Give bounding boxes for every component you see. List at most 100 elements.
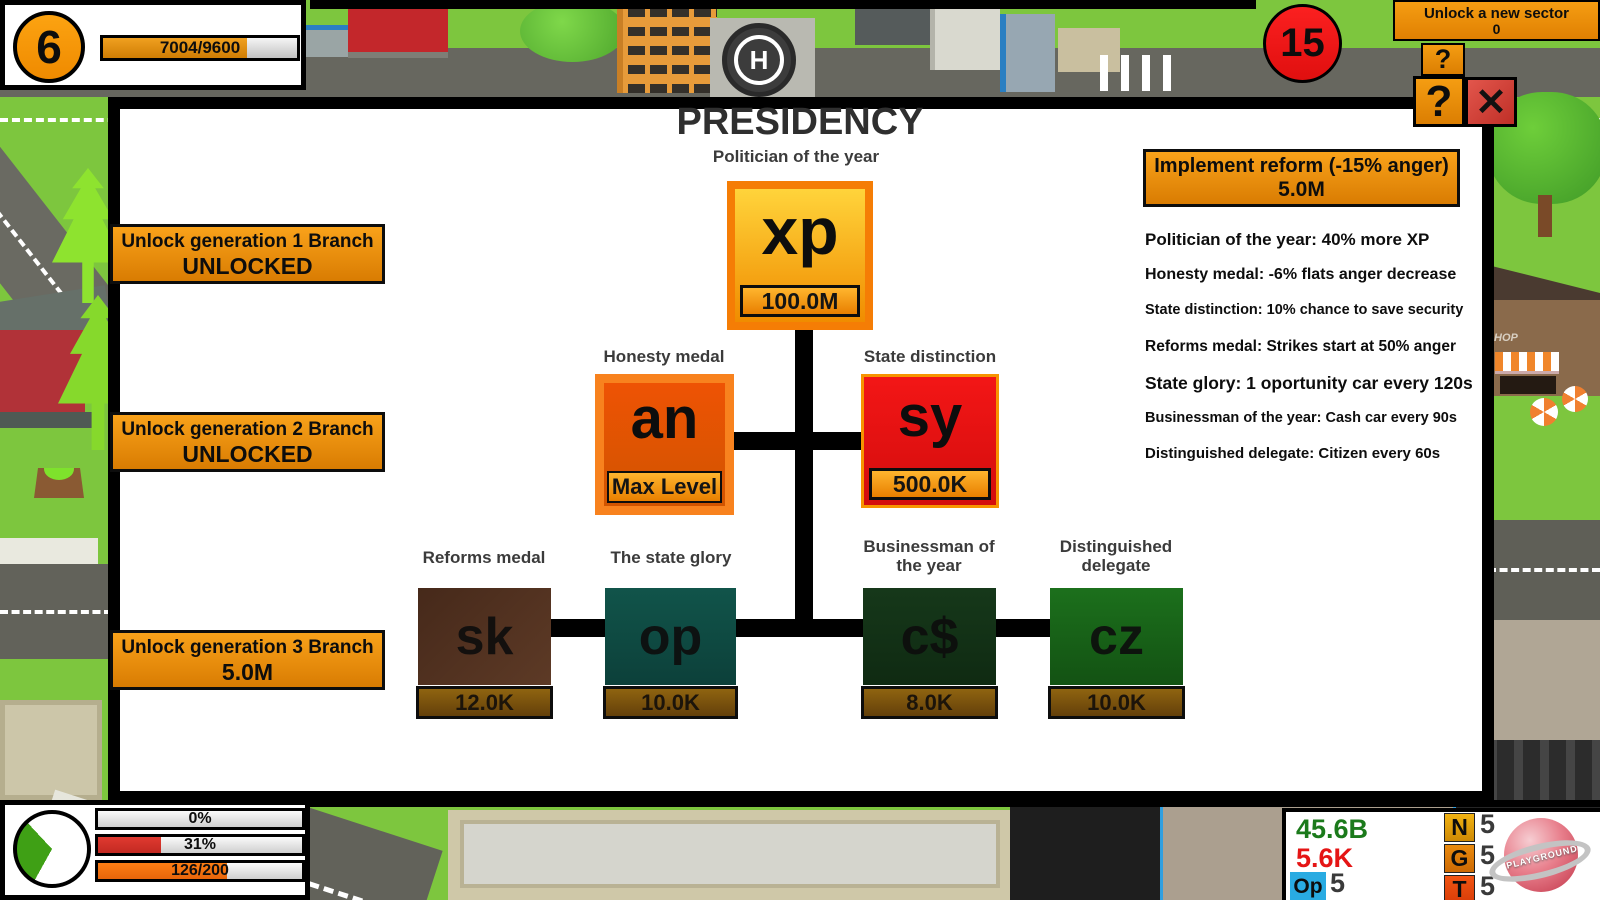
skill-price: 12.0K — [416, 686, 553, 719]
logo-sphere — [1504, 818, 1578, 892]
stat-bar: 31% — [95, 834, 305, 856]
skill-tile: cz — [1050, 588, 1183, 685]
help-button-large[interactable]: ? — [1413, 76, 1465, 127]
unlock-sector-button[interactable]: Unlock a new sector 0 — [1393, 0, 1600, 41]
road — [0, 564, 112, 659]
bottom-black-bar — [0, 800, 1600, 807]
button-label: Unlock a new sector — [1423, 4, 1570, 22]
stat-bar-text: 0% — [188, 810, 212, 827]
skill-tile: sk — [418, 588, 551, 685]
button-count: 0 — [1492, 20, 1501, 37]
resource-badge-g: G — [1444, 844, 1475, 873]
road — [1488, 620, 1600, 740]
skill-node-op[interactable]: op 10.0K — [603, 588, 738, 719]
button-label: Implement reform (-15% anger) — [1154, 155, 1449, 177]
op-value: 5 — [1330, 868, 1346, 898]
perk-description: Businessman of the year: Cash car every … — [1145, 410, 1457, 426]
skill-price: 10.0K — [1048, 686, 1185, 719]
building — [1010, 806, 1160, 900]
secondary-currency-amount: 5.6K — [1296, 843, 1354, 873]
skill-node-an[interactable]: an Max Level — [595, 374, 734, 515]
resource-value-n: 5 — [1480, 809, 1496, 839]
skill-node-xp[interactable]: xp 100.0M — [727, 181, 873, 330]
tree-connector-horizontal — [730, 432, 866, 450]
xp-progress-text: 7004/9600 — [159, 38, 241, 57]
stat-bar: 0% — [95, 808, 305, 830]
road-dash-line — [1488, 568, 1600, 572]
skill-label-glory: The state glory — [610, 548, 732, 567]
stat-bar: 126/200 — [95, 860, 305, 882]
skill-symbol: sk — [455, 607, 514, 666]
level-badge: 6 — [13, 11, 85, 83]
building — [930, 8, 1000, 70]
skill-label-honesty: Honesty medal — [603, 347, 725, 366]
perk-description: Honesty medal: -6% flats anger decrease — [1145, 266, 1457, 283]
skill-symbol: sy — [897, 384, 963, 449]
skill-price: 500.0K — [869, 468, 991, 500]
resource-badge-n: N — [1444, 813, 1475, 842]
stat-bar-text: 126/200 — [171, 862, 229, 879]
skill-price: 100.0M — [740, 285, 860, 317]
apartment-building — [617, 0, 717, 93]
helipad-ring — [734, 35, 784, 85]
skill-tile: c$ — [863, 588, 996, 685]
xp-progress-bar: 7004/9600 — [100, 35, 300, 61]
unlock-generation-2-button[interactable]: Unlock generation 2 Branch UNLOCKED — [110, 412, 385, 472]
skill-tile: op — [605, 588, 736, 685]
resource-value-t: 5 — [1480, 871, 1496, 900]
level-hud-panel: 6 7004/9600 — [0, 0, 306, 90]
skill-label-delegate: Distinguished delegate — [1059, 537, 1173, 575]
skill-node-cs[interactable]: c$ 8.0K — [861, 588, 998, 719]
xp-progress-fill — [103, 38, 247, 58]
stat-bar-fill — [98, 837, 162, 853]
skill-symbol: an — [630, 386, 699, 451]
building — [0, 700, 102, 800]
skill-symbol: cz — [1089, 607, 1144, 666]
resource-badge-t: T — [1444, 875, 1475, 900]
cash-amount: 45.6B — [1296, 814, 1369, 844]
building — [348, 0, 448, 58]
stat-bar-fill — [98, 863, 227, 879]
stat-bar-text: 31% — [183, 836, 217, 853]
op-badge: Op — [1290, 872, 1326, 900]
umbrella — [1562, 386, 1588, 412]
road-dash-line — [0, 610, 112, 614]
skill-label-distinction: State distinction — [863, 347, 997, 366]
button-status: UNLOCKED — [182, 252, 313, 279]
skill-symbol: op — [638, 607, 703, 666]
implement-reform-button[interactable]: Implement reform (-15% anger) 5.0M — [1143, 149, 1460, 207]
playground-logo: PLAYGROUND — [1485, 816, 1595, 900]
perk-description: Distinguished delegate: Citizen every 60… — [1145, 445, 1441, 462]
question-icon: ? — [1425, 76, 1453, 126]
skill-node-sk[interactable]: sk 12.0K — [416, 588, 553, 719]
building — [448, 810, 1013, 900]
skill-symbol: xp — [761, 194, 839, 268]
road — [1488, 520, 1600, 620]
building-roof — [460, 820, 1000, 888]
building-base — [0, 412, 100, 428]
planter — [34, 468, 84, 498]
button-label: Unlock generation 1 Branch — [121, 230, 374, 252]
sidewalk — [0, 538, 98, 564]
shop-window — [1500, 376, 1556, 394]
crosswalk — [1100, 55, 1172, 91]
skill-price: 8.0K — [861, 686, 998, 719]
skill-node-cz[interactable]: cz 10.0K — [1048, 588, 1185, 719]
close-icon: ✕ — [1475, 81, 1507, 124]
shop-awning — [1495, 352, 1559, 374]
close-button[interactable]: ✕ — [1465, 77, 1517, 127]
button-status: 5.0M — [221, 658, 274, 685]
perk-description: State distinction: 10% chance to save se… — [1145, 302, 1464, 318]
unlock-generation-3-button[interactable]: Unlock generation 3 Branch 5.0M — [110, 630, 385, 690]
skill-symbol: c$ — [900, 607, 959, 666]
question-icon: ? — [1434, 44, 1452, 74]
button-label: Unlock generation 2 Branch — [121, 418, 374, 440]
tree-connector-vertical — [795, 322, 813, 628]
prestige-badge: 15 — [1263, 4, 1342, 83]
helipad-icon: H — [722, 23, 796, 97]
help-button-small[interactable]: ? — [1421, 43, 1465, 76]
unlock-generation-1-button[interactable]: Unlock generation 1 Branch UNLOCKED — [110, 224, 385, 284]
skill-node-sy[interactable]: sy 500.0K — [861, 374, 999, 508]
skill-price: 10.0K — [603, 686, 738, 719]
